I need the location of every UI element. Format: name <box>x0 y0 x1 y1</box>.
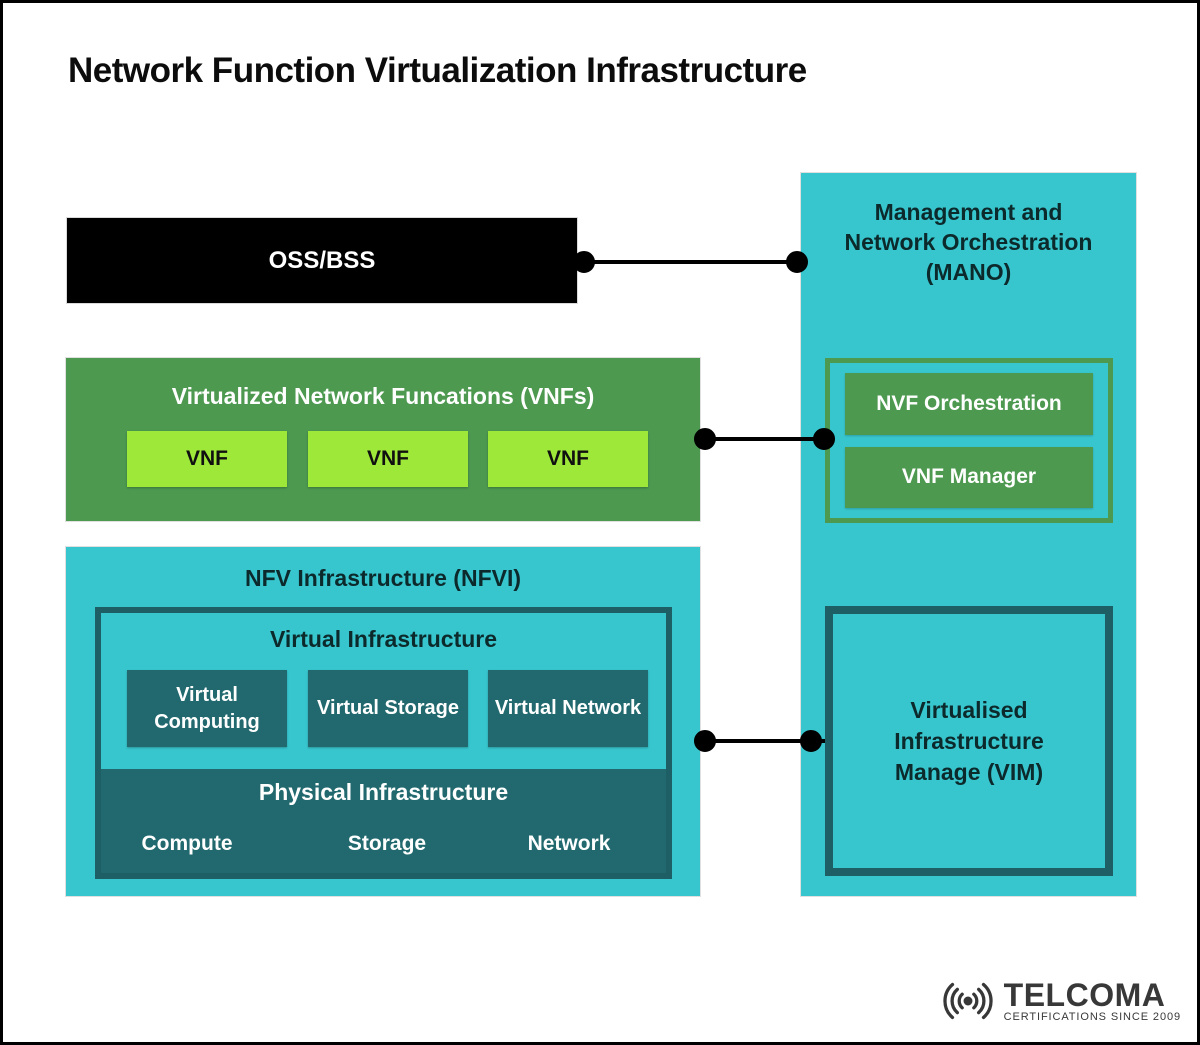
vim-label-line: Manage (VIM) <box>894 758 1044 785</box>
orchestration-group-frame: NVF Orchestration VNF Manager <box>825 358 1113 523</box>
nvf-orchestration-box: NVF Orchestration <box>845 373 1093 435</box>
vim-box: Virtualised Infrastructure Manage (VIM) <box>825 606 1113 876</box>
virtual-computing-box: Virtual Computing <box>127 670 287 747</box>
mano-box: Management and Network Orchestration (MA… <box>801 173 1136 896</box>
physical-storage-label: Storage <box>347 832 427 855</box>
vnf-item: VNF <box>308 431 468 487</box>
page-title: Network Function Virtualization Infrastr… <box>68 51 807 90</box>
virtual-infrastructure-title: Virtual Infrastructure <box>269 626 498 652</box>
mano-title: Management and Network Orchestration (MA… <box>801 197 1136 287</box>
virtual-network-box: Virtual Network <box>488 670 648 747</box>
physical-infrastructure-section: Physical Infrastructure Compute Storage … <box>101 769 666 873</box>
oss-bss-box: OSS/BSS <box>67 218 577 303</box>
logo-tagline: CERTIFICATIONS SINCE 2009 <box>1003 1010 1181 1023</box>
signal-waves-icon <box>942 982 993 1020</box>
vim-label-line: Infrastructure <box>894 727 1044 754</box>
telcoma-logo: TELCOMA CERTIFICATIONS SINCE 2009 <box>937 979 1181 1023</box>
vnfs-box: Virtualized Network Funcations (VNFs) VN… <box>66 358 700 521</box>
vnf-manager-box: VNF Manager <box>845 446 1093 508</box>
vim-label-line: Virtualised <box>910 696 1028 723</box>
oss-bss-label: OSS/BSS <box>268 246 376 274</box>
mano-title-line: Network Orchestration <box>844 229 1093 255</box>
virtual-storage-box: Virtual Storage <box>308 670 468 747</box>
vnf-item: VNF <box>127 431 287 487</box>
mano-title-line: Management and <box>874 199 1063 225</box>
physical-infrastructure-title: Physical Infrastructure <box>258 779 509 805</box>
vnf-item: VNF <box>488 431 648 487</box>
nfvi-box: NFV Infrastructure (NFVI) Virtual Infras… <box>66 547 700 896</box>
connector-dot <box>573 251 595 273</box>
physical-network-label: Network <box>527 832 611 855</box>
physical-compute-label: Compute <box>141 832 233 855</box>
mano-title-line: (MANO) <box>925 259 1012 285</box>
logo-name: TELCOMA <box>1003 976 1166 1013</box>
virtual-infrastructure-frame: Virtual Infrastructure Virtual Computing… <box>95 607 672 879</box>
nfvi-title: NFV Infrastructure (NFVI) <box>244 565 522 591</box>
logo-text: TELCOMA CERTIFICATIONS SINCE 2009 <box>1003 976 1181 1023</box>
vnfs-title: Virtualized Network Funcations (VNFs) <box>171 383 595 409</box>
